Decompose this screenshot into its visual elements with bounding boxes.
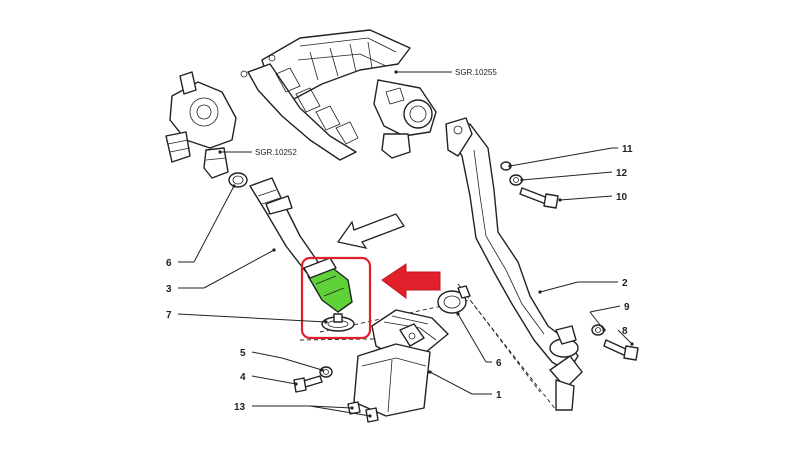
connection-line-2 bbox=[457, 283, 541, 393]
ref-turbocharger: SGR.10252 bbox=[255, 148, 297, 157]
callout-10: 10 bbox=[616, 192, 628, 203]
clamp-6-lower bbox=[437, 285, 471, 314]
intercooler-1 bbox=[353, 309, 449, 417]
ref-intake-manifold: SGR.10255 bbox=[455, 68, 497, 77]
turbocharger bbox=[165, 71, 237, 179]
highlight-box bbox=[300, 256, 372, 340]
clamp-6-upper bbox=[228, 172, 293, 215]
highlighted-hose bbox=[303, 257, 353, 313]
hardware-11-12-10 bbox=[500, 161, 559, 209]
callout-8: 8 bbox=[622, 326, 628, 337]
callout-6-lower: 6 bbox=[496, 358, 502, 369]
callout-13: 13 bbox=[234, 402, 246, 413]
callout-11: 11 bbox=[622, 144, 633, 155]
callout-1: 1 bbox=[496, 390, 502, 401]
callout-9: 9 bbox=[624, 302, 630, 313]
callout-2: 2 bbox=[622, 278, 628, 289]
clamp-7 bbox=[321, 313, 355, 332]
connection-line-4 bbox=[299, 337, 441, 341]
pipe-2 bbox=[445, 117, 583, 411]
hardware-5-4-13 bbox=[293, 366, 379, 423]
outline-direction-arrow-icon bbox=[336, 213, 405, 249]
callout-7: 7 bbox=[166, 310, 172, 321]
callout-5: 5 bbox=[240, 348, 246, 359]
callout-3: 3 bbox=[166, 284, 172, 295]
callout-12: 12 bbox=[616, 168, 628, 179]
callout-4: 4 bbox=[240, 372, 246, 383]
hardware-9-8 bbox=[591, 324, 639, 361]
callout-6-upper: 6 bbox=[166, 258, 172, 269]
intake-manifold bbox=[240, 29, 437, 161]
red-pointer-arrow-icon bbox=[381, 263, 441, 299]
